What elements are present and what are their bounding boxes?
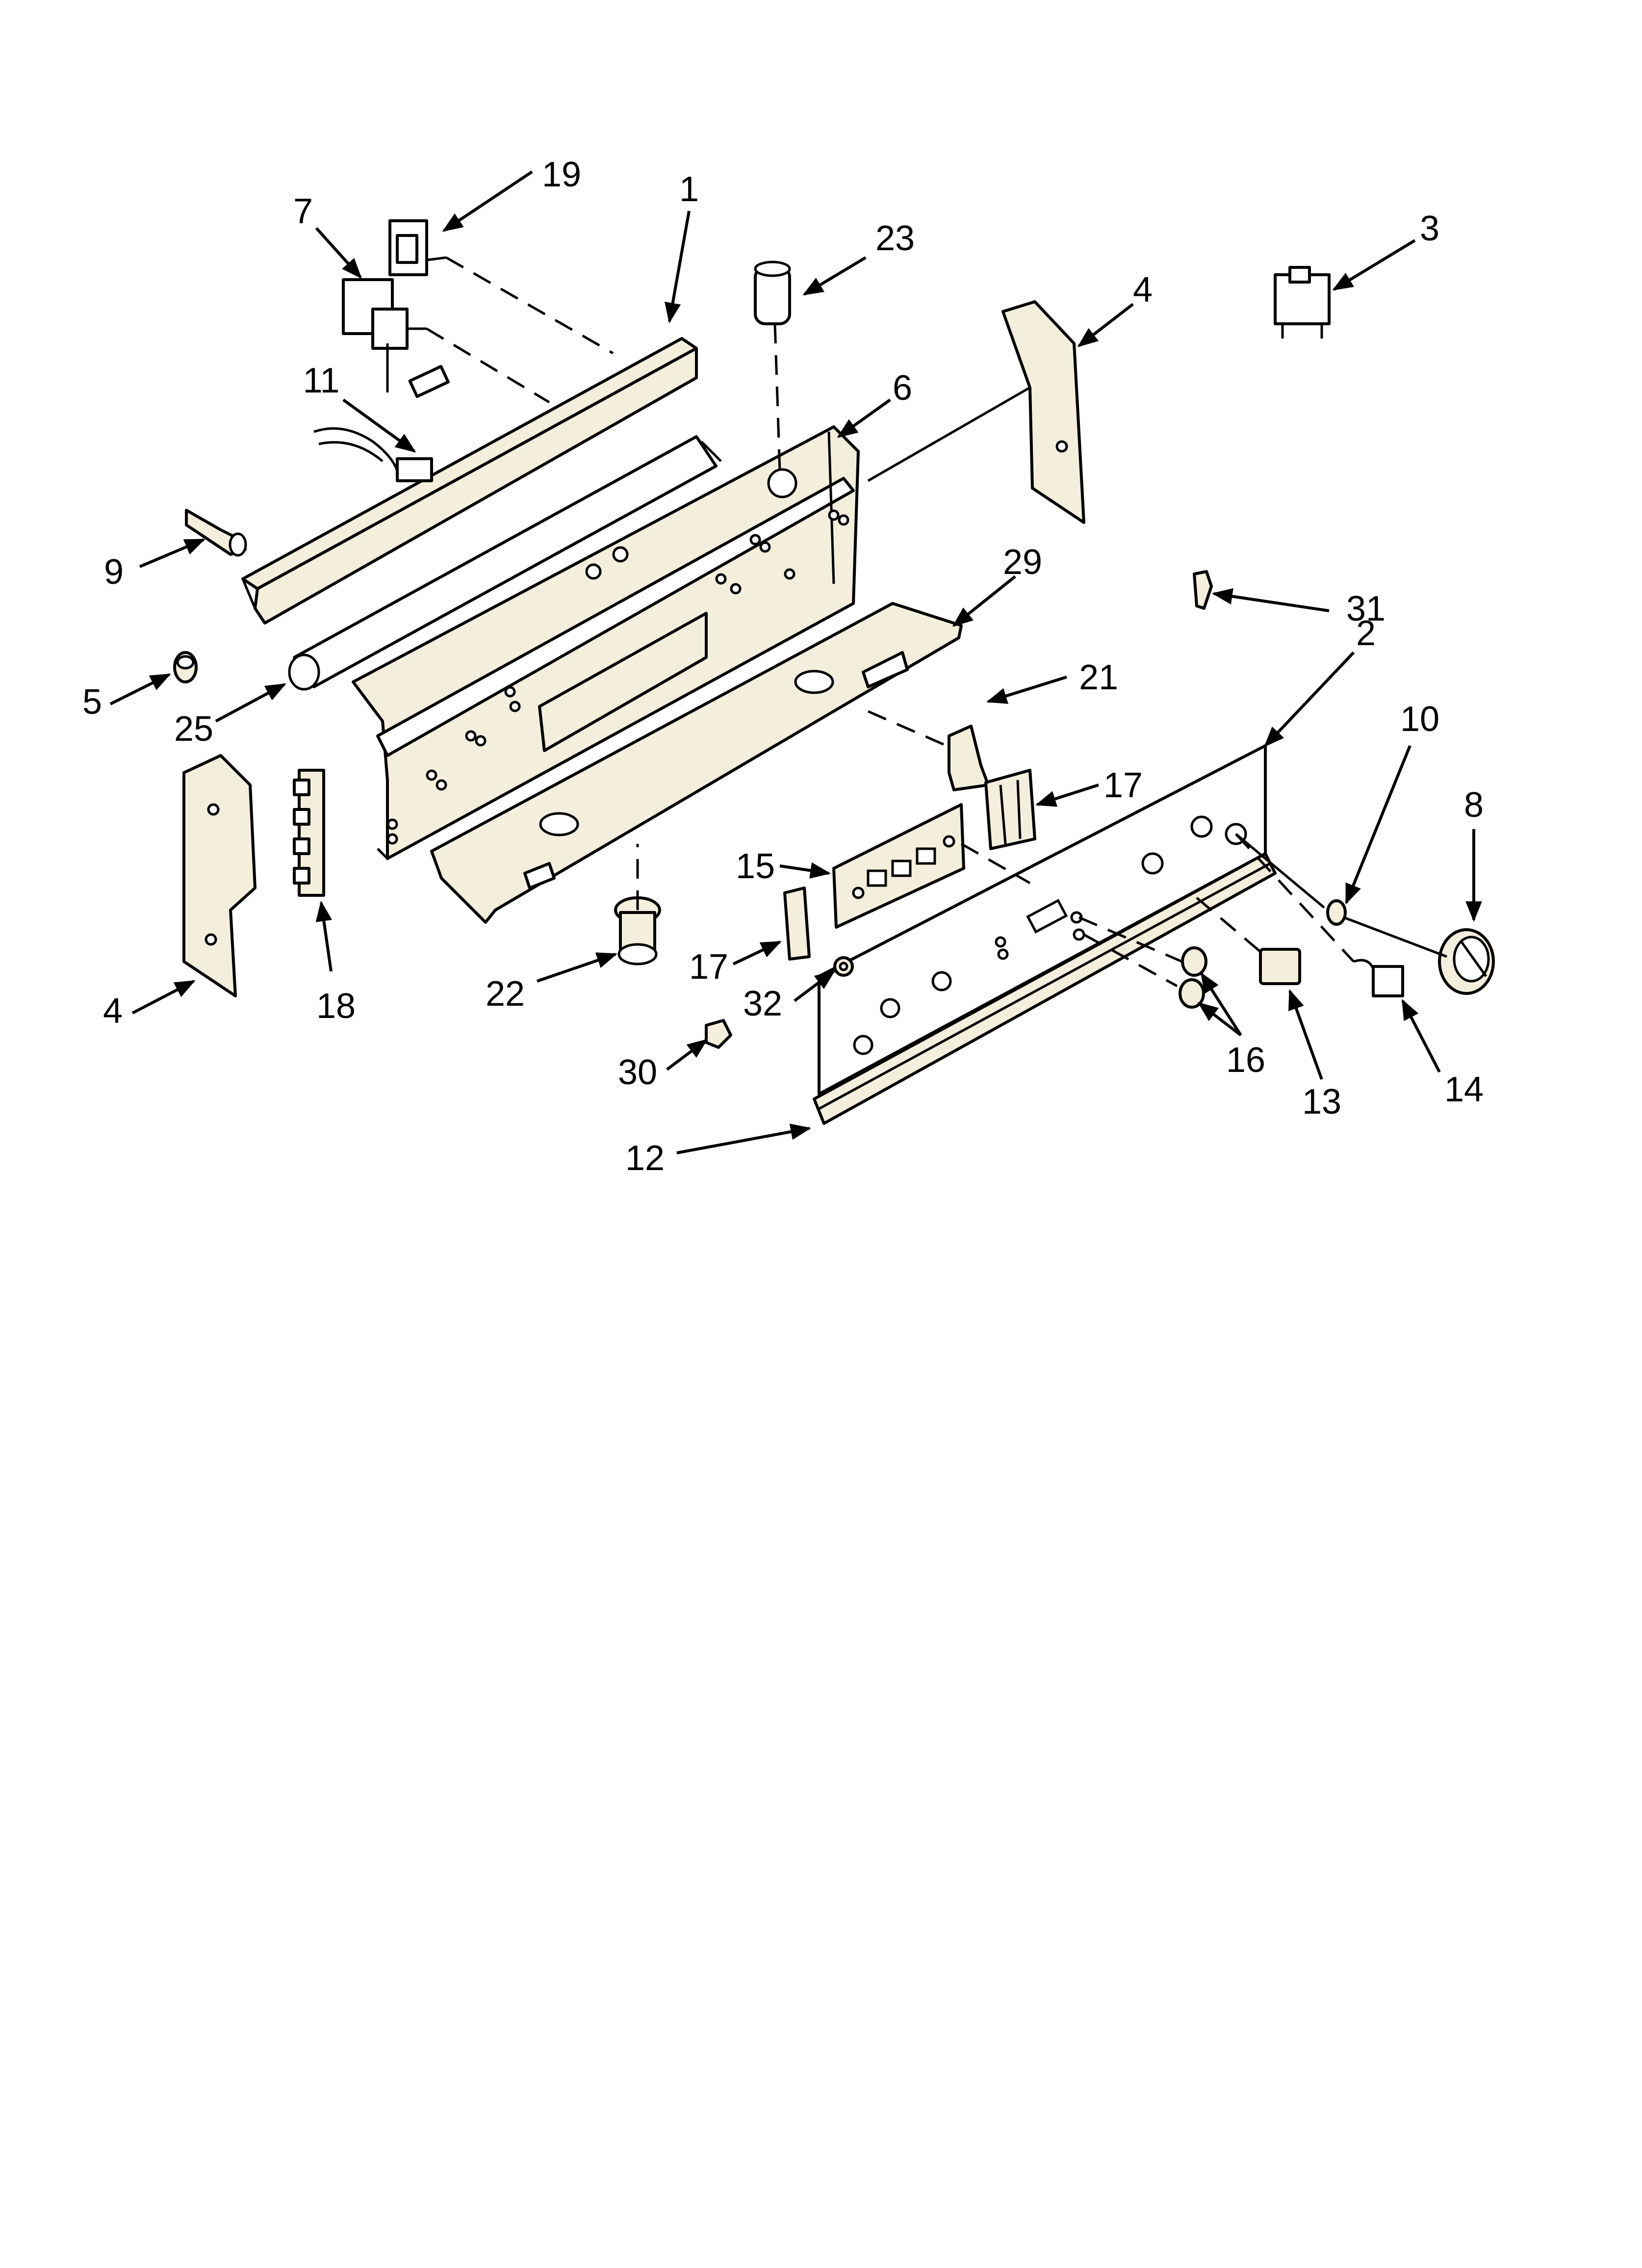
part-2-control-panel	[818, 744, 1267, 1095]
part-29-lower-tray	[430, 602, 963, 924]
callout-21: 21	[1079, 658, 1118, 697]
part-16-buttons	[1179, 946, 1207, 1009]
part-32-washer	[833, 956, 854, 977]
callout-5: 5	[82, 682, 102, 722]
part-17-upper-bracket	[984, 769, 1036, 850]
callout-17-upper: 17	[1103, 766, 1143, 805]
part-17-lower-bracket	[783, 886, 811, 961]
part-30-nut	[705, 1019, 732, 1049]
part-4-right-endcap	[1001, 300, 1085, 524]
part-4-left-endcap	[182, 754, 257, 997]
callout-10: 10	[1400, 700, 1439, 739]
callout-4-left: 4	[103, 991, 123, 1031]
callout-11: 11	[303, 361, 340, 400]
part-19-switch	[388, 219, 447, 276]
part-14-connector	[1353, 959, 1404, 997]
callout-6: 6	[893, 368, 912, 408]
part-7-switch-assembly	[342, 278, 450, 398]
callout-8: 8	[1464, 785, 1484, 825]
part-23-cylinder	[754, 261, 791, 325]
part-6-control-frame	[352, 425, 860, 860]
callout-4-right: 4	[1133, 270, 1153, 310]
callout-1: 1	[679, 170, 699, 209]
part-1-top-trim	[241, 337, 698, 625]
callout-2: 2	[1356, 614, 1376, 653]
part-31-clip	[1193, 570, 1213, 610]
callout-32: 32	[743, 984, 782, 1023]
callout-31: 31	[1346, 589, 1385, 628]
part-15-display-board	[832, 803, 965, 929]
part-18-terminal-block	[293, 769, 325, 897]
callout-23: 23	[875, 219, 915, 258]
callout-9: 9	[104, 552, 124, 592]
callout-14: 14	[1444, 1070, 1484, 1109]
callout-12: 12	[625, 1139, 665, 1178]
part-11-lamp-socket	[313, 427, 433, 482]
callout-25: 25	[174, 709, 213, 749]
part-8-knob	[1438, 928, 1495, 995]
callout-29: 29	[1003, 543, 1042, 582]
part-21-bracket	[948, 725, 990, 791]
callout-18: 18	[316, 987, 356, 1026]
part-5-plug	[173, 651, 198, 683]
part-9-fuse	[185, 509, 247, 557]
frame-holes	[386, 468, 849, 845]
callout-leaders	[109, 170, 1482, 1154]
part-10-spacer	[1326, 899, 1347, 926]
callout-30: 30	[618, 1053, 657, 1092]
callout-13: 13	[1302, 1082, 1341, 1121]
part-12-lower-trim	[813, 852, 1277, 1125]
callout-16: 16	[1226, 1041, 1265, 1080]
part-13-switch-housing	[1259, 948, 1301, 985]
callout-17-lower: 17	[689, 947, 728, 987]
callout-19: 19	[542, 155, 581, 194]
part-3-switch	[1274, 266, 1331, 339]
part-25-fluorescent-tube	[288, 435, 722, 691]
callout-22: 22	[486, 974, 525, 1014]
callout-3: 3	[1420, 209, 1439, 248]
callout-15: 15	[736, 847, 775, 886]
callout-labels: 1 2 3 4 4 5 6 7 8 9 10 11 12 13 14 15 16…	[82, 155, 1484, 1178]
assembly-guide-lines	[426, 256, 1447, 988]
callout-7: 7	[293, 192, 313, 231]
